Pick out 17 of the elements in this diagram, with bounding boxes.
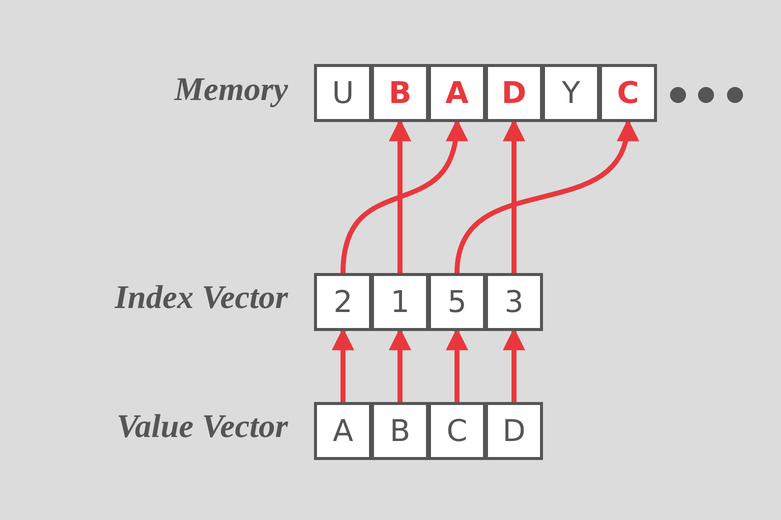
row-label: Index Vector xyxy=(114,280,288,317)
memory-cell: D xyxy=(485,64,543,122)
row-label: Memory xyxy=(174,72,288,109)
memory-cell: B xyxy=(371,402,429,460)
memory-cell: A xyxy=(428,64,486,122)
memory-cell: B xyxy=(371,64,429,122)
memory-cell: 5 xyxy=(428,273,486,331)
row-label: Value Vector xyxy=(116,409,288,446)
memory-cell: C xyxy=(599,64,657,122)
memory-cell: D xyxy=(485,402,543,460)
memory-cell: C xyxy=(428,402,486,460)
memory-cell: 2 xyxy=(314,273,372,331)
memory-cell: 3 xyxy=(485,273,543,331)
memory-cell: 1 xyxy=(371,273,429,331)
memory-cell: Y xyxy=(542,64,600,122)
memory-cell: A xyxy=(314,402,372,460)
memory-cell: U xyxy=(314,64,372,122)
